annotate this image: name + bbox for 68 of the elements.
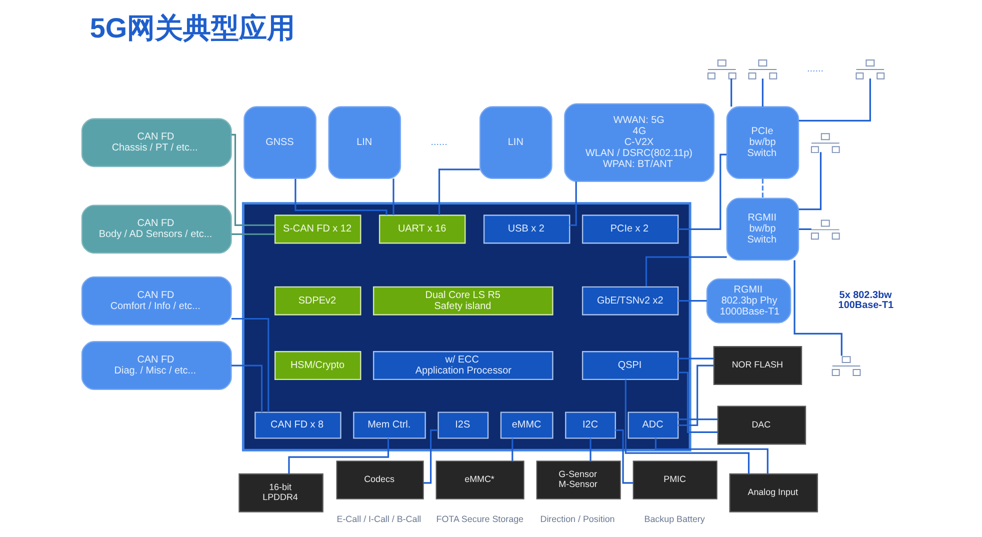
node-box: WWAN: 5G 4G C-V2X WLAN / DSRC(802.11p) WPAN: BT/ANT	[564, 103, 715, 182]
node-box: CAN FD Comfort / Info / etc...	[81, 276, 232, 326]
label: 5x 802.3bw 100Base-T1	[838, 290, 894, 311]
connector	[570, 182, 577, 226]
node-box: RGMII bw/bp Switch	[726, 198, 800, 261]
connector	[798, 152, 822, 210]
connector	[615, 429, 634, 484]
label: ......	[430, 137, 448, 148]
node-box: Mem Ctrl.	[353, 412, 426, 439]
connector	[762, 178, 764, 198]
connector	[678, 358, 714, 360]
node-box: CAN FD x 8	[254, 412, 342, 439]
node-box: 16-bit LPDDR4	[238, 473, 324, 512]
node-label: Backup Battery	[644, 514, 705, 524]
node-box: UART x 16	[378, 214, 466, 244]
node-box: SDPEv2	[274, 286, 362, 316]
node-box: eMMC	[500, 412, 554, 439]
connector	[231, 364, 263, 412]
connector	[794, 260, 842, 356]
diagram-title: 5G网关典型应用	[90, 12, 296, 44]
node-box: CAN FD Diag. / Misc / etc...	[81, 341, 232, 390]
connector	[730, 78, 732, 107]
connector	[654, 438, 768, 474]
connector	[423, 429, 438, 484]
node-box: ADC	[628, 412, 679, 439]
node-box: QSPI	[582, 351, 679, 380]
node-label: E-Call / I-Call / B-Call	[336, 514, 422, 524]
node-box: GbE/TSNv2 x2	[582, 286, 679, 316]
node-label: FOTA Secure Storage	[436, 514, 524, 524]
connector	[678, 154, 727, 230]
connector	[288, 438, 390, 474]
node-box: I2C	[565, 412, 616, 439]
node-box: HSM/Crypto	[274, 351, 362, 380]
connector	[512, 438, 514, 461]
cluster	[242, 202, 692, 452]
connector	[678, 300, 707, 302]
node-box: PCIe bw/bp Switch	[726, 106, 800, 180]
node-box: LIN	[479, 106, 552, 180]
node-box: LIN	[328, 106, 402, 180]
node-box: Dual Core LS R5 Safety island	[372, 286, 554, 316]
connector	[645, 256, 727, 286]
connector	[678, 364, 714, 426]
node-box: NOR FLASH	[713, 346, 802, 386]
connector	[624, 380, 750, 474]
node-box: S-CAN FD x 12	[274, 214, 362, 244]
node-box: Analog Input	[729, 473, 818, 512]
connector	[438, 168, 480, 216]
node-box: USB x 2	[483, 214, 570, 244]
node-box: CAN FD Body / AD Sensors / etc...	[81, 204, 232, 254]
connector	[762, 78, 764, 107]
connector	[232, 318, 270, 412]
node-box: DAC	[717, 406, 806, 445]
connector	[678, 372, 718, 433]
connector	[798, 78, 871, 122]
node-box: GNSS	[244, 106, 316, 180]
node-box: CAN FD Chassis / PT / etc...	[81, 118, 232, 168]
label: ......	[806, 63, 824, 74]
node-box: w/ ECC Application Processor	[372, 351, 554, 380]
connector	[798, 228, 812, 230]
node-box: I2S	[438, 412, 489, 439]
connector	[590, 438, 592, 461]
node-box: PCIe x 2	[582, 214, 679, 244]
connector	[232, 233, 275, 235]
connector	[294, 178, 388, 216]
node-label: Direction / Position	[540, 514, 615, 524]
connector	[678, 418, 718, 420]
node-box: RGMII 802.3bp Phy 1000Base-T1	[706, 278, 792, 324]
connector	[392, 178, 394, 216]
